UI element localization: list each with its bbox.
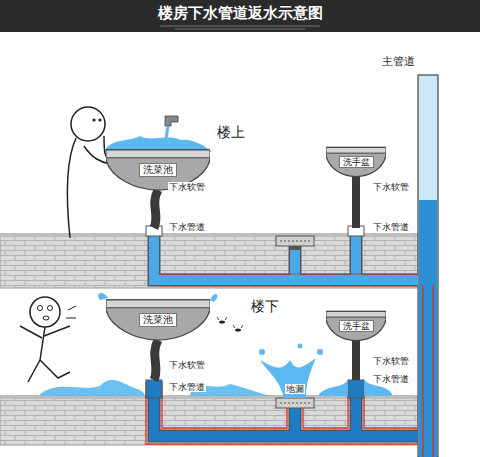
drain-pipe-lower — [290, 404, 300, 436]
label: 下水管道 — [372, 222, 410, 232]
basin: 洗菜池 — [106, 298, 210, 342]
label: 下水软管 — [372, 182, 410, 192]
water — [165, 116, 178, 126]
water — [104, 116, 212, 152]
drain-pipe-upper — [351, 232, 361, 280]
label: 下水软管 — [372, 356, 410, 366]
fly — [217, 317, 243, 332]
title: 楼房下水管道返水示意图 — [158, 5, 323, 22]
basin-label: 洗手盆 — [339, 156, 374, 169]
person-lower — [66, 306, 76, 318]
person-lower — [20, 326, 70, 382]
header-bar — [160, 26, 320, 29]
label: 楼上 — [216, 124, 246, 140]
drain-pipe-upper — [154, 228, 418, 280]
main-pipe — [423, 285, 433, 457]
basin-rim — [106, 150, 210, 158]
main-pipe — [419, 200, 437, 457]
fly — [219, 320, 225, 323]
water — [166, 126, 168, 140]
header-bar — [0, 0, 480, 32]
drain-pipe-lower — [289, 404, 302, 436]
drain-pipe-upper — [290, 250, 300, 280]
basin-body — [106, 300, 210, 340]
person-upper — [71, 107, 105, 141]
label: 下水管道 — [168, 222, 206, 232]
backflow-splash — [259, 349, 265, 355]
floor-drain — [276, 236, 314, 246]
fly — [235, 328, 241, 331]
drain-hose — [154, 176, 356, 380]
person-lower — [30, 297, 60, 327]
backflow-splash — [318, 380, 348, 396]
floor-drain — [280, 403, 310, 404]
label: 主管道 — [381, 56, 416, 69]
floor-drain — [276, 398, 314, 408]
drain-pipe-upper — [289, 246, 302, 280]
person-lower — [20, 297, 76, 382]
basin-body — [326, 147, 386, 176]
pipe-stub — [348, 380, 364, 398]
drain-hose — [154, 340, 158, 380]
drain-hose — [352, 340, 360, 380]
person-upper — [68, 107, 112, 238]
header-bar — [0, 0, 480, 32]
basin-body — [326, 311, 386, 340]
backflow-splash — [317, 349, 323, 355]
basin-label: 洗手盆 — [339, 320, 374, 333]
label: 楼下 — [250, 298, 280, 314]
person-lower — [43, 316, 49, 320]
main-pipe — [418, 75, 438, 457]
drain-pipe-upper — [160, 274, 418, 286]
backflow-splash — [260, 358, 316, 398]
backflow-splash — [298, 344, 303, 349]
floor-slab — [0, 233, 418, 445]
person-lower — [38, 306, 43, 311]
fly — [217, 317, 243, 328]
basin: 洗手盆 — [326, 146, 386, 178]
main-pipe — [418, 75, 438, 457]
floor-drain — [280, 241, 310, 242]
label: 下水管道 — [372, 374, 410, 384]
backflow-splash — [40, 293, 392, 398]
label: 下水管道 — [168, 382, 206, 392]
backflow-splash — [40, 380, 145, 396]
basin-label: 洗菜池 — [139, 313, 177, 327]
drain-pipe-upper — [154, 228, 418, 286]
basin-label: 洗菜池 — [139, 163, 177, 177]
drain-hose — [352, 176, 360, 228]
label: 下水软管 — [168, 182, 206, 192]
drain-pipe-upper — [154, 232, 418, 280]
pipe-stub — [146, 380, 162, 398]
basin-rim — [106, 300, 210, 308]
basin-rim — [326, 147, 386, 153]
person-lower — [48, 306, 53, 311]
person-upper — [68, 136, 112, 238]
drain-hose — [154, 190, 158, 228]
person-upper — [92, 118, 95, 121]
basin: 洗手盆 — [326, 310, 386, 342]
person-upper — [98, 118, 101, 121]
basin-rim — [326, 311, 386, 317]
label: 地漏 — [285, 384, 305, 394]
label: 下水软管 — [168, 360, 206, 370]
